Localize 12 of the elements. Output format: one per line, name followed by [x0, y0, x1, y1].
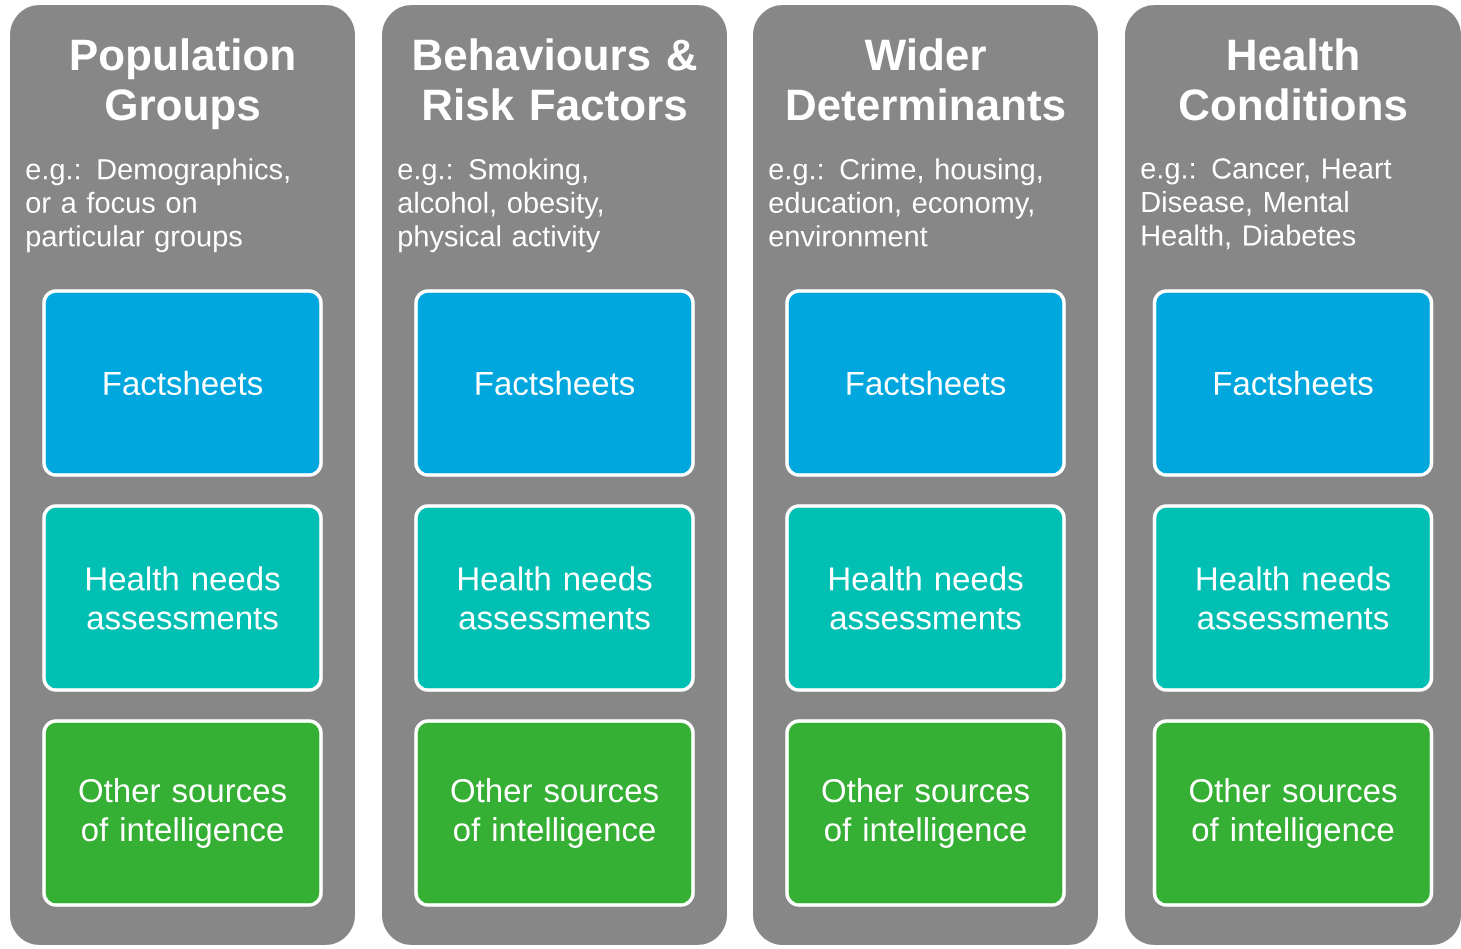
category-box: Other sources of intelligence [42, 719, 323, 907]
category-box: Health needs assessments [414, 504, 695, 692]
category-box: Health needs assessments [42, 504, 323, 692]
category-box: Health needs assessments [1152, 504, 1434, 692]
category-box: Factsheets [42, 289, 323, 477]
category-box: Factsheets [785, 289, 1066, 477]
category-box: Other sources of intelligence [785, 719, 1066, 907]
category-box: Factsheets [414, 289, 695, 477]
category-box: Health needs assessments [785, 504, 1066, 692]
category-box: Factsheets [1152, 289, 1434, 477]
category-box: Other sources of intelligence [1152, 719, 1434, 907]
category-box: Other sources of intelligence [414, 719, 695, 907]
